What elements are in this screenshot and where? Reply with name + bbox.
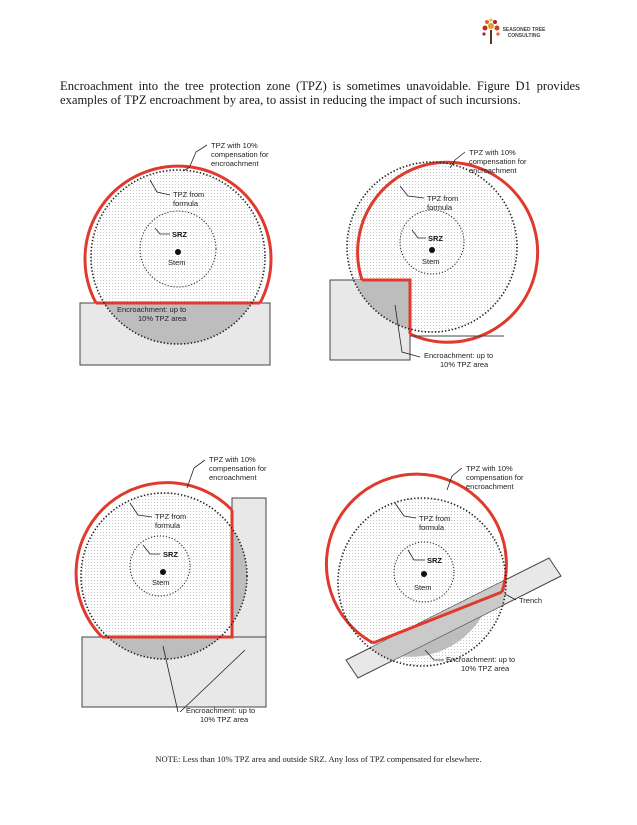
encroachment-area xyxy=(104,303,252,344)
tpz-formula-circle xyxy=(90,169,266,345)
tree-logo-icon xyxy=(482,18,500,44)
stem-label: Stem xyxy=(414,583,432,592)
srz-circle xyxy=(399,209,465,275)
tpz-compensated-boundary xyxy=(74,481,234,639)
tpz-compensated-boundary xyxy=(324,472,508,645)
tpz-formula-area xyxy=(91,170,265,344)
stem-dot xyxy=(429,247,435,253)
stem-dot xyxy=(160,569,166,575)
footnote: NOTE: Less than 10% TPZ area and outside… xyxy=(155,754,482,764)
encroachment-area xyxy=(353,280,410,330)
srz-circle xyxy=(129,535,191,597)
srz-label: SRZ xyxy=(172,230,187,239)
tpz-formula-circle xyxy=(80,492,248,660)
tpz-formula-circle xyxy=(337,497,507,667)
srz-label: SRZ xyxy=(428,234,443,243)
stem-label: Stem xyxy=(168,258,186,267)
srz-circle xyxy=(393,541,455,603)
stem-label: Stem xyxy=(152,578,170,587)
tpz-formula-circle xyxy=(346,161,518,333)
tpz-compensated-boundary xyxy=(356,160,540,344)
intro-paragraph: Encroachment into the tree protection zo… xyxy=(60,79,580,107)
srz-circle xyxy=(139,210,217,288)
stem-dot xyxy=(175,249,181,255)
company-logo: SEASONED TREE CONSULTING xyxy=(480,18,550,58)
encroachment-area xyxy=(107,637,221,659)
logo-text-line2: CONSULTING xyxy=(507,33,541,39)
tpz-compensated-boundary xyxy=(372,590,503,645)
tpz-compensated-boundary xyxy=(362,278,412,334)
trench-label: Trench xyxy=(519,596,542,605)
srz-label: SRZ xyxy=(427,556,442,565)
logo-text-line1: SEASONED TREE xyxy=(502,27,546,33)
stem-label: Stem xyxy=(422,257,440,266)
tpz-compensated-boundary xyxy=(83,164,273,304)
tpz-compensated-boundary xyxy=(102,510,234,639)
srz-label: SRZ xyxy=(163,550,178,559)
stem-dot xyxy=(421,571,427,577)
tpz-formula-area xyxy=(81,493,247,659)
